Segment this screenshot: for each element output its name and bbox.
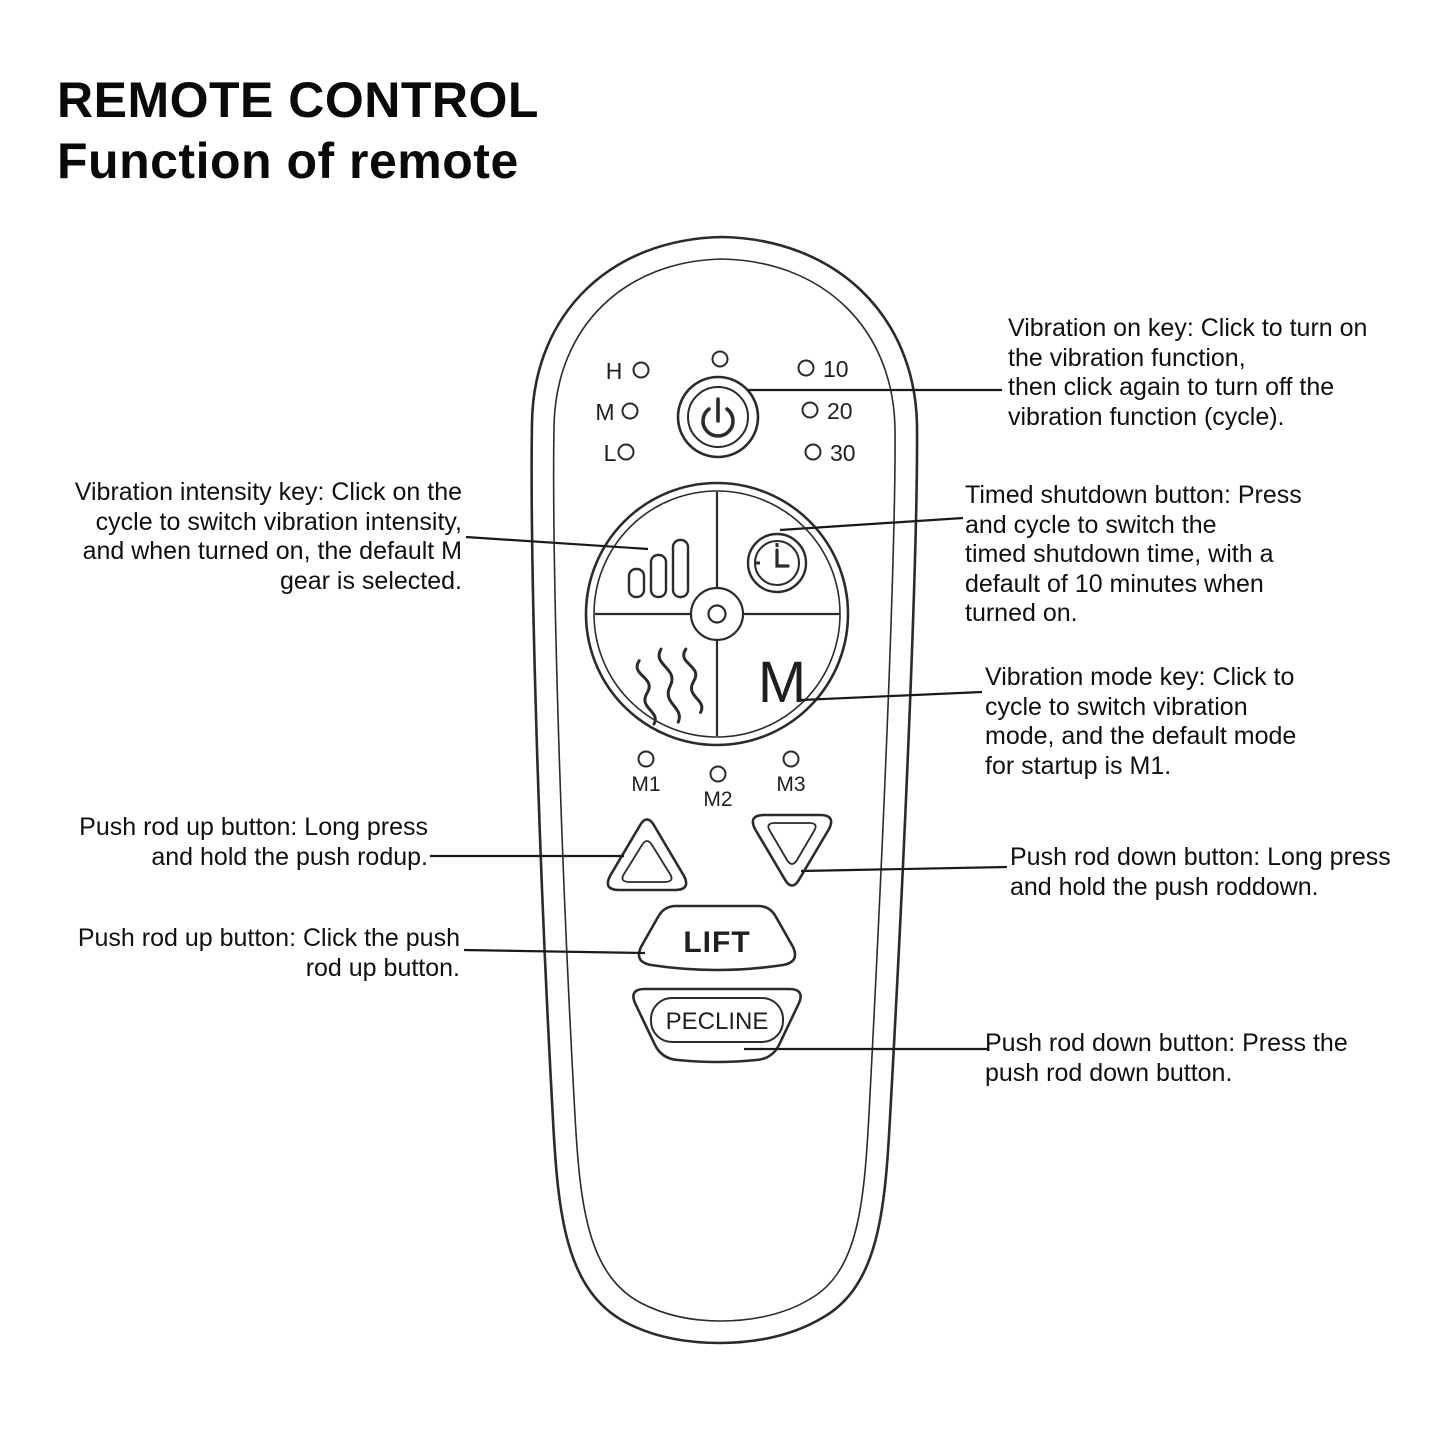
mode-key-label: M [758,650,806,715]
vibration-intensity-key [627,538,690,599]
leader-line-push-down-long [800,865,1008,873]
timer-led-group: 10 20 30 [797,356,856,466]
lift-label: LIFT [683,926,750,959]
remote-body-outline [530,235,919,1345]
led-10 [797,359,815,377]
led-20 [801,401,819,419]
annotation-vibration-mode: Vibration mode key: Click to cycle to sw… [985,663,1297,780]
heat-key [635,647,704,726]
led-h [632,361,650,379]
led-l [617,443,635,461]
leader-line-push-up-click [463,948,646,955]
annotation-push-rod-up-click: Push rod up button: Click the push rod u… [77,924,460,982]
led-m2 [709,765,727,783]
mode-label-m3: M3 [776,773,805,796]
recline-button: PECLINE [632,987,802,1064]
push-rod-up-button [606,818,688,892]
led-m3 [782,750,800,768]
page-title: REMOTE CONTROL Function of remote [57,70,539,192]
timer-label-30: 30 [830,440,856,466]
lift-button: LIFT [637,904,797,972]
annotation-vibration-on: Vibration on key: Click to turn on the v… [1008,314,1368,431]
led-30 [804,443,822,461]
timer-clock-icon [746,532,808,594]
mode-led-group: M1 M2 M3 [631,750,806,811]
timer-label-10: 10 [823,356,849,382]
leader-line-vibration-intensity [465,535,649,551]
intensity-led-group: H M L [595,358,650,466]
signal-bars-icon [627,538,690,599]
annotation-push-rod-down-long: Push rod down button: Long press and hol… [1010,843,1391,901]
timer-label-20: 20 [827,398,853,424]
intensity-label-h: H [606,358,623,384]
annotation-vibration-intensity: Vibration intensity key: Click on the cy… [74,478,462,595]
heat-waves-icon [635,647,704,726]
timed-shutdown-key [746,532,808,594]
power-icon [701,397,735,438]
annotation-timed-shutdown: Timed shutdown button: Press and cycle t… [965,481,1302,627]
intensity-label-l: L [604,440,617,466]
leader-line-vibration-mode [800,690,983,702]
control-pad: M [584,481,850,747]
power-button [676,375,760,459]
push-rod-down-button [751,813,833,887]
power-led [711,350,729,368]
annotation-push-rod-up-long: Push rod up button: Long press and hold … [79,813,428,871]
pad-center-button [689,586,745,642]
intensity-label-m: M [595,399,614,425]
annotation-push-rod-down-press: Push rod down button: Press the push rod… [985,1029,1348,1087]
recline-label: PECLINE [666,1008,769,1035]
led-m [621,402,639,420]
remote-body-inner-line [552,258,896,1322]
mode-label-m1: M1 [631,773,660,796]
leader-line-timed-shutdown [779,516,964,532]
page-title-line2: Function of remote [57,133,519,189]
mode-label-m2: M2 [703,788,732,811]
led-m1 [637,750,655,768]
page-title-line1: REMOTE CONTROL [57,72,539,128]
